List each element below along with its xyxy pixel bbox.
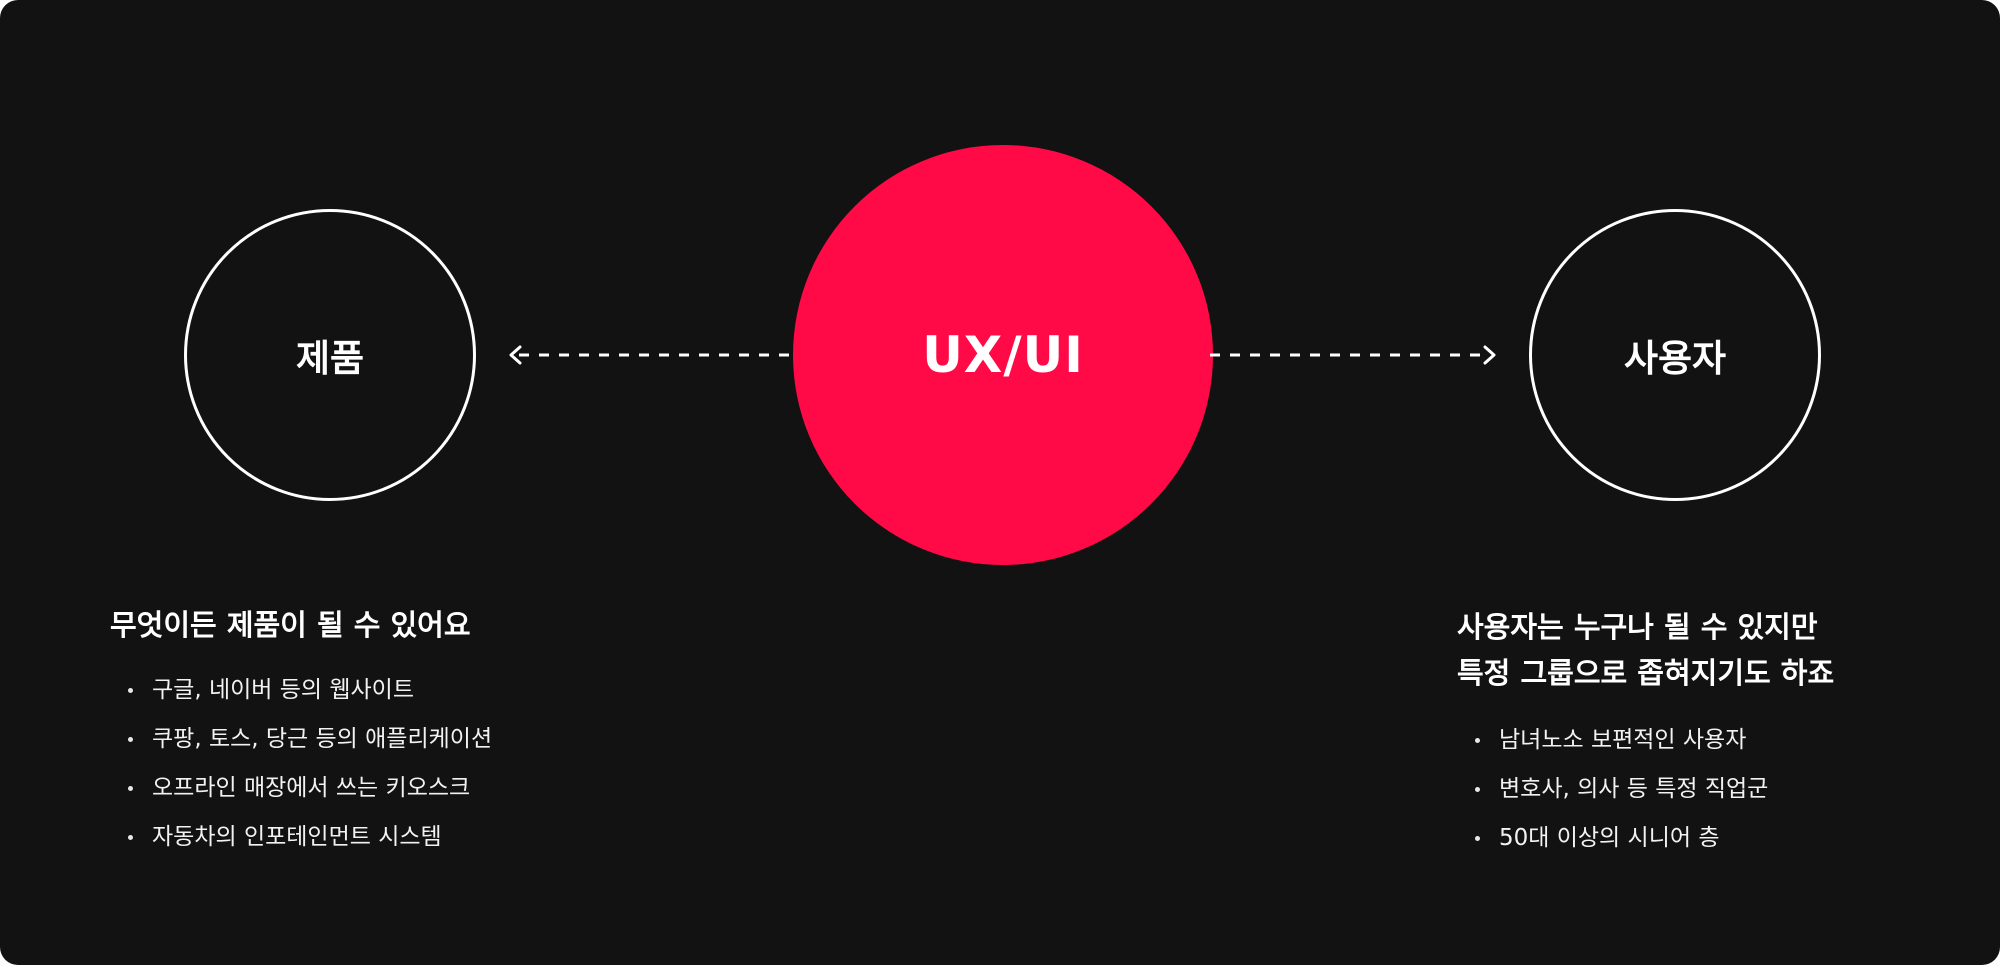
- bullet-icon: [128, 835, 133, 840]
- list-item: 구글, 네이버 등의 웹사이트: [110, 666, 492, 715]
- user-title-line-2: 특정 그룹으로 좁혀지기도 하죠: [1457, 656, 1835, 690]
- arrow-right-icon: [1210, 345, 1496, 365]
- list-item: 오프라인 매장에서 쓰는 키오스크: [110, 764, 492, 813]
- left-dashed-arrow: [505, 345, 795, 365]
- list-item: 자동차의 인포테인먼트 시스템: [110, 813, 492, 862]
- user-description: 사용자는 누구나 될 수 있지만 특정 그룹으로 좁혀지기도 하죠 남녀노소 보…: [1457, 604, 1834, 863]
- list-item-text: 쿠팡, 토스, 당근 등의 애플리케이션: [152, 726, 493, 752]
- user-bullet-list: 남녀노소 보편적인 사용자 변호사, 의사 등 특정 직업군 50대 이상의 시…: [1457, 716, 1834, 863]
- list-item: 변호사, 의사 등 특정 직업군: [1457, 765, 1834, 814]
- user-title-line-1: 사용자는 누구나 될 수 있지만: [1457, 610, 1818, 644]
- list-item-text: 남녀노소 보편적인 사용자: [1499, 727, 1747, 753]
- user-node-label: 사용자: [1623, 337, 1727, 380]
- list-item-text: 자동차의 인포테인먼트 시스템: [152, 824, 442, 850]
- product-section-title: 무엇이든 제품이 될 수 있어요: [110, 608, 471, 642]
- user-section-title: 사용자는 누구나 될 수 있지만 특정 그룹으로 좁혀지기도 하죠: [1457, 604, 1834, 696]
- list-item: 남녀노소 보편적인 사용자: [1457, 716, 1834, 765]
- right-dashed-arrow: [1210, 345, 1500, 365]
- list-item-text: 변호사, 의사 등 특정 직업군: [1499, 776, 1769, 802]
- user-node: 사용자: [1529, 209, 1821, 501]
- bullet-icon: [1475, 836, 1480, 841]
- bullet-icon: [128, 786, 133, 791]
- list-item-text: 오프라인 매장에서 쓰는 키오스크: [152, 775, 471, 801]
- ux-ui-node: UX/UI: [793, 145, 1213, 565]
- bullet-icon: [1475, 787, 1480, 792]
- list-item: 쿠팡, 토스, 당근 등의 애플리케이션: [110, 715, 492, 764]
- bullet-icon: [128, 688, 133, 693]
- product-node-label: 제품: [295, 337, 365, 380]
- list-item-text: 구글, 네이버 등의 웹사이트: [152, 677, 415, 703]
- bullet-icon: [128, 737, 133, 742]
- bullet-icon: [1475, 738, 1480, 743]
- product-description: 무엇이든 제품이 될 수 있어요 구글, 네이버 등의 웹사이트 쿠팡, 토스,…: [110, 602, 492, 862]
- list-item-text: 50대 이상의 시니어 층: [1499, 825, 1720, 851]
- arrow-left-icon: [509, 345, 795, 365]
- ux-ui-node-label: UX/UI: [922, 326, 1084, 384]
- list-item: 50대 이상의 시니어 층: [1457, 814, 1834, 863]
- product-bullet-list: 구글, 네이버 등의 웹사이트 쿠팡, 토스, 당근 등의 애플리케이션 오프라…: [110, 666, 492, 862]
- product-node: 제품: [184, 209, 476, 501]
